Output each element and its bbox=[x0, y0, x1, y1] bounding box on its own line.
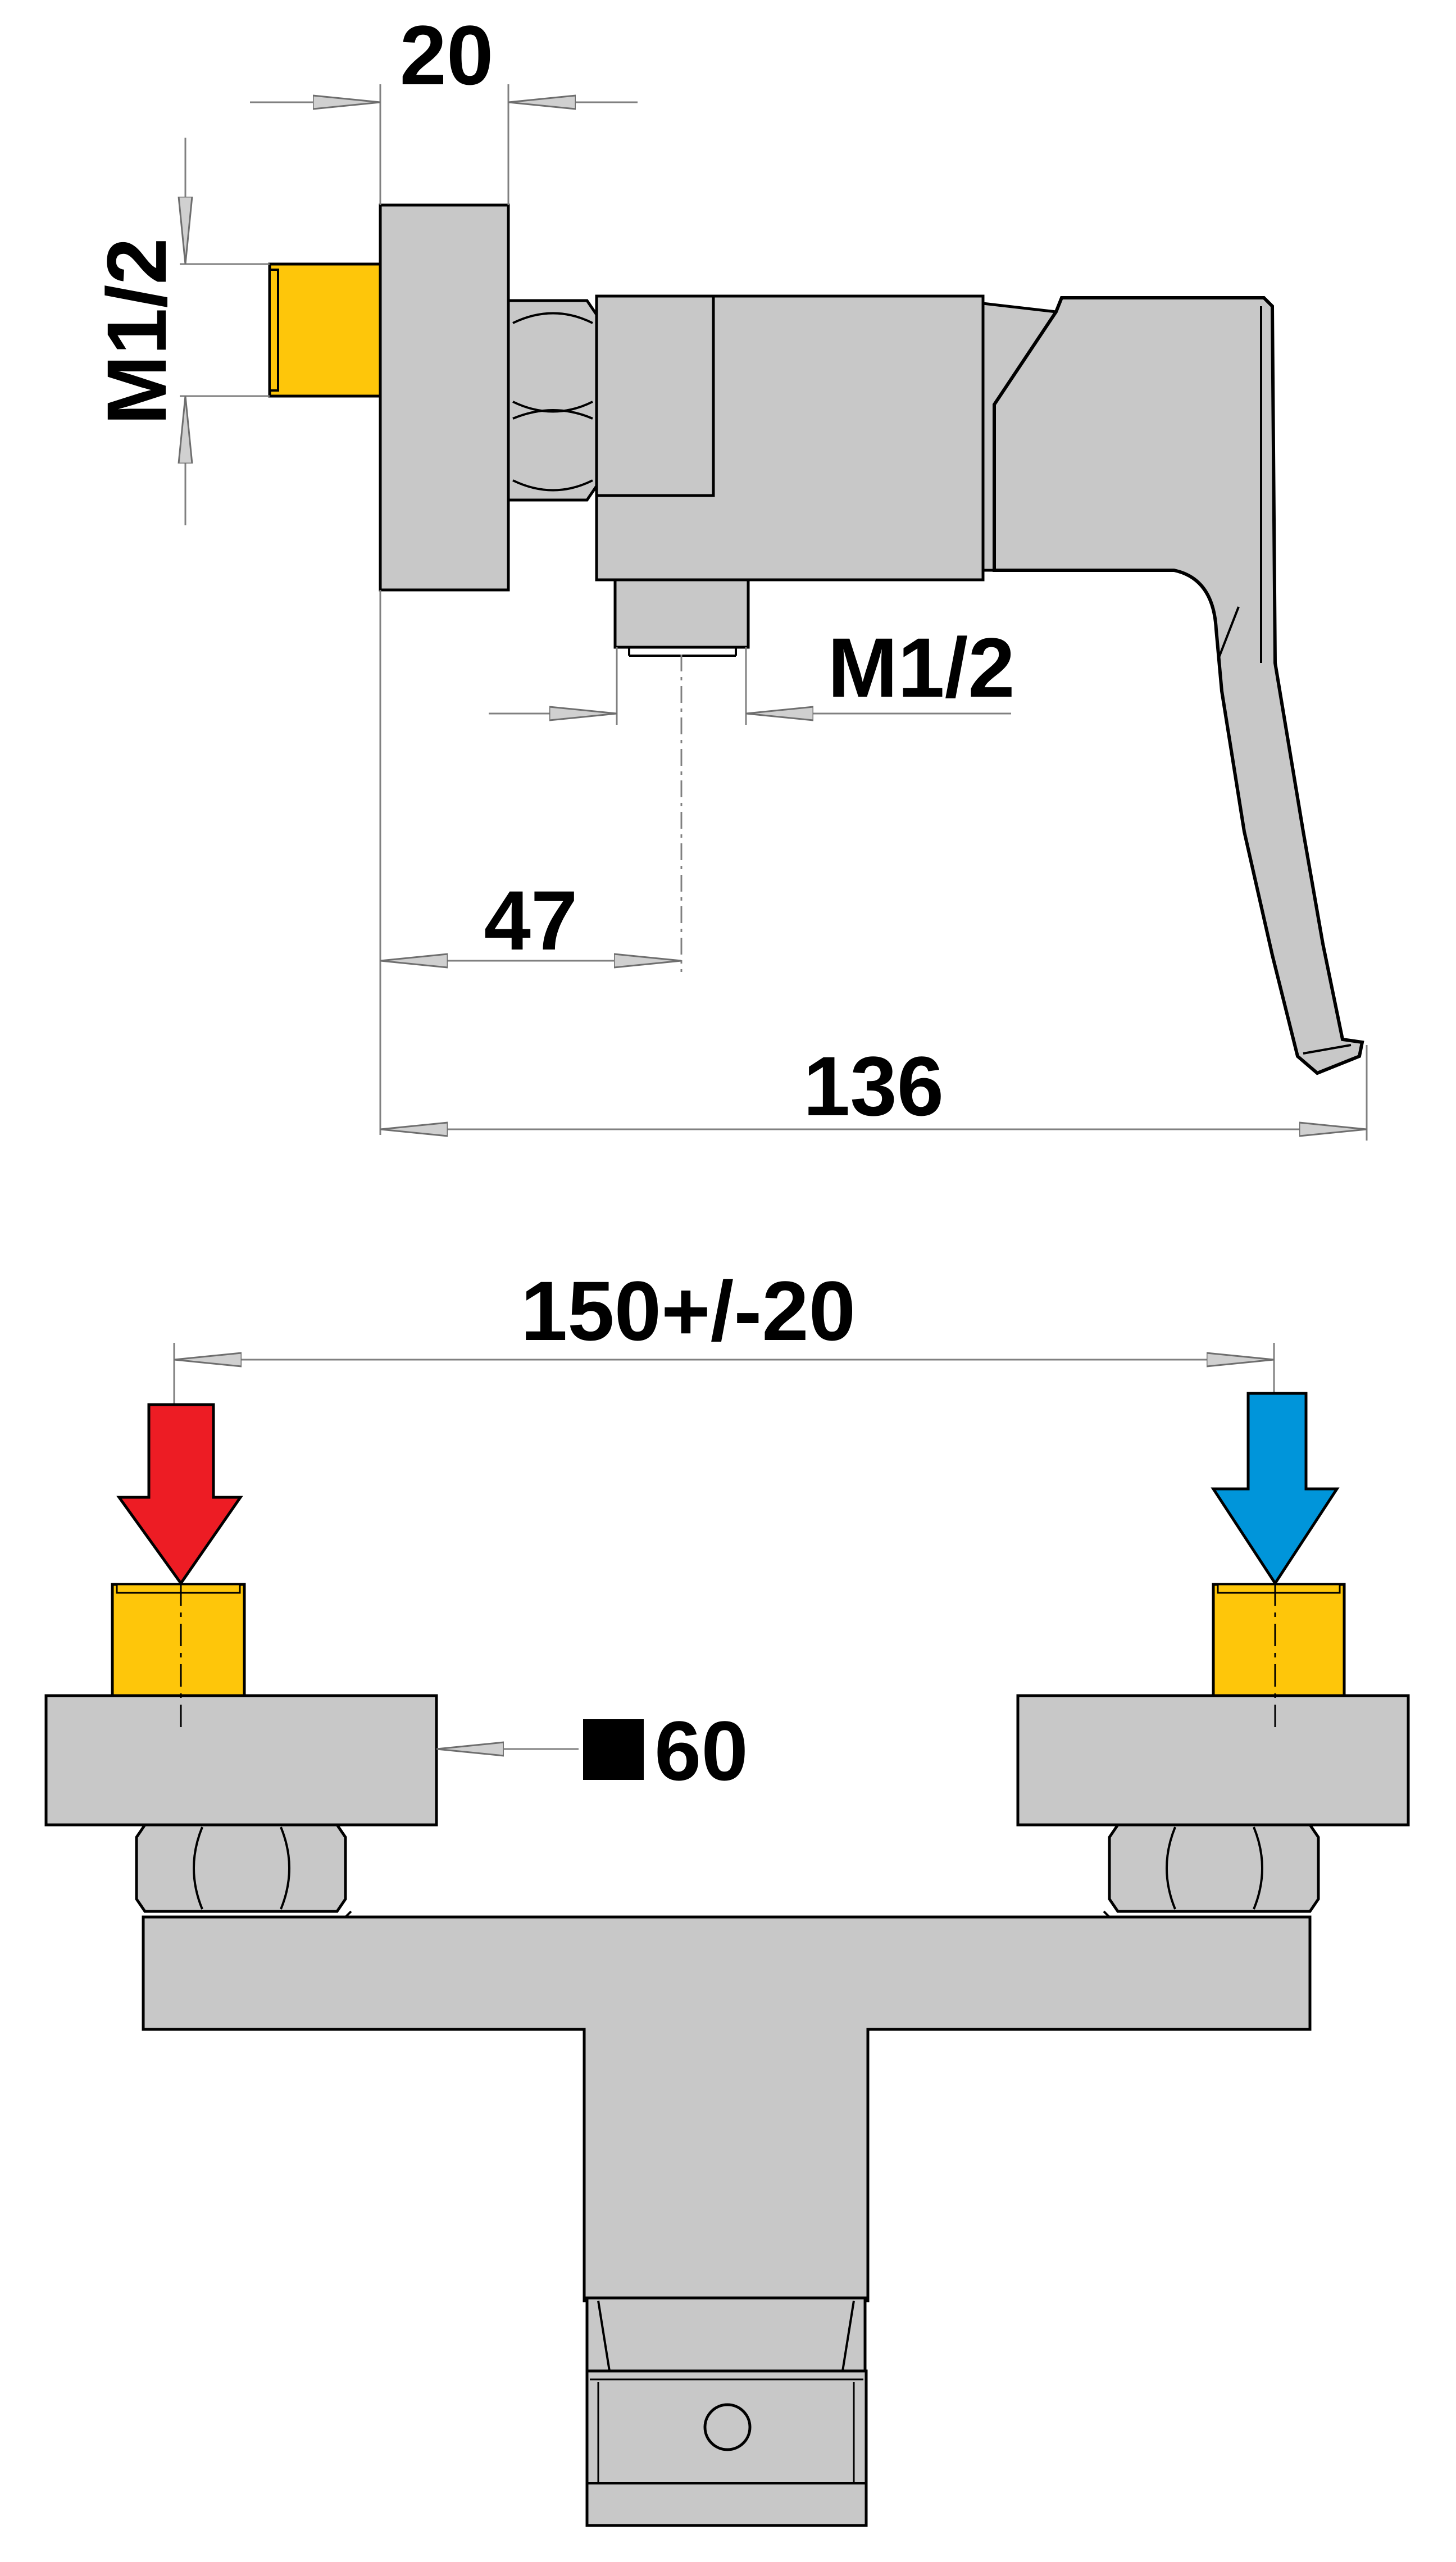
outlet-thread-label: M1/2 bbox=[827, 620, 1014, 715]
left-hex-nut bbox=[135, 1823, 347, 1913]
side-inlet-thread-end bbox=[269, 269, 279, 392]
side-body-recess bbox=[595, 294, 715, 497]
flange-thickness-label: 20 bbox=[400, 8, 494, 102]
side-view: 20 M1/2 M1/2 47 136 bbox=[89, 8, 1368, 1141]
flange-size-label: 60 bbox=[654, 1704, 748, 1798]
right-hex-nut bbox=[1108, 1823, 1320, 1913]
left-inlet-thread bbox=[111, 1583, 246, 1698]
side-inlet-thread bbox=[268, 262, 388, 398]
hot-inlet-arrow-icon bbox=[116, 1403, 243, 1586]
front-mixer-body bbox=[142, 1915, 1312, 2302]
lever-screw bbox=[703, 2403, 752, 2451]
side-hex-nut bbox=[507, 299, 598, 502]
cold-inlet-arrow-icon bbox=[1211, 1392, 1340, 1586]
right-flange bbox=[1016, 1694, 1410, 1827]
front-view: 150+/-20 60 bbox=[44, 1264, 1410, 2527]
inlet-thread-label: M1/2 bbox=[89, 238, 184, 425]
overall-depth-label: 136 bbox=[803, 1039, 944, 1133]
side-flange bbox=[379, 203, 510, 592]
outlet-offset-label: 47 bbox=[484, 873, 578, 967]
right-inlet-thread bbox=[1212, 1583, 1346, 1698]
left-flange bbox=[44, 1694, 438, 1827]
lever-base bbox=[585, 2296, 867, 2379]
filled-square-icon bbox=[583, 1719, 644, 1780]
inlet-spacing-label: 150+/-20 bbox=[521, 1264, 856, 1358]
side-lever-handle bbox=[993, 296, 1364, 1075]
side-outlet bbox=[613, 578, 750, 649]
